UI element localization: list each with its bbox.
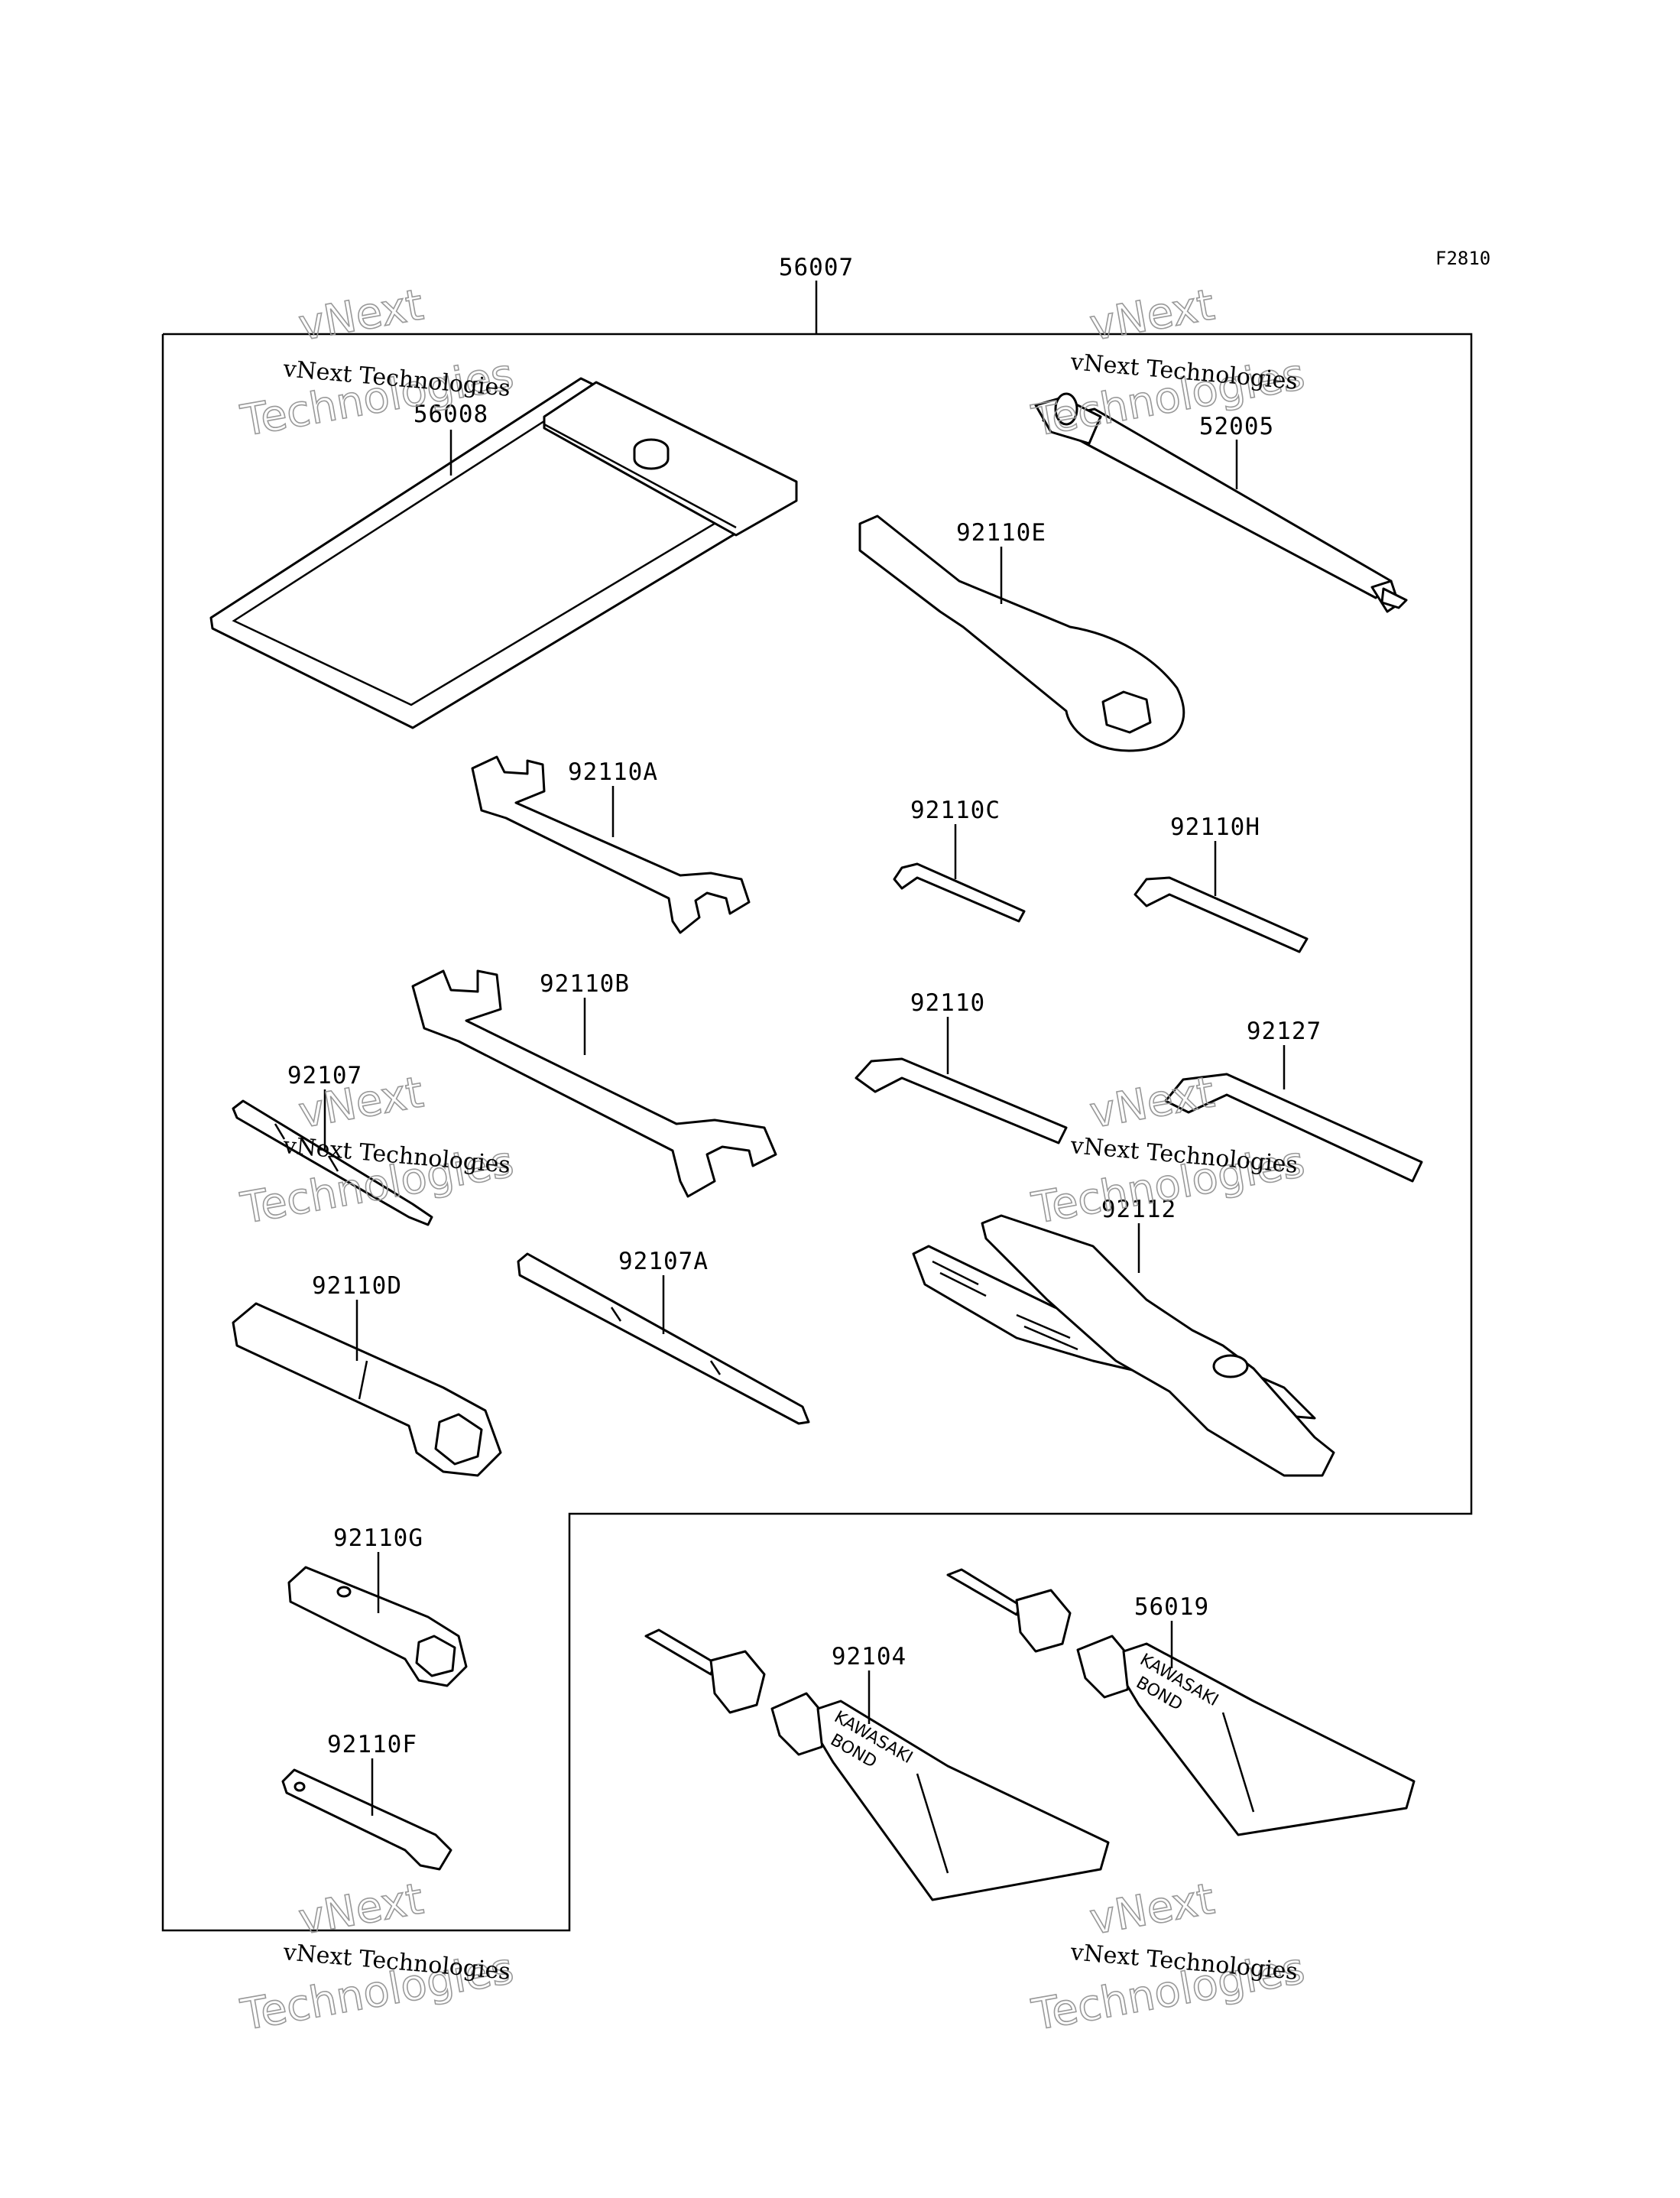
ring-wrench-92110E[interactable]: 92110E: [858, 515, 1185, 752]
svg-text:vNext: vNext: [295, 280, 426, 350]
part-label-92110H: 92110H: [1170, 813, 1260, 841]
watermark-bottom-left: vNext Technologies vNext Technologies: [236, 1874, 517, 2041]
hex-key-92127[interactable]: 92127: [1164, 1018, 1423, 1183]
part-label-92107: 92107: [287, 1062, 362, 1089]
part-label-92127: 92127: [1247, 1018, 1322, 1045]
wrench-92110B[interactable]: 92110B: [411, 969, 777, 1198]
svg-text:vNext: vNext: [1086, 1067, 1218, 1138]
watermark-bottom-right: vNext Technologies vNext Technologies: [1027, 1874, 1309, 2041]
part-label-92107A: 92107A: [618, 1248, 709, 1275]
assembly-frame: 56007: [161, 254, 1473, 1932]
svg-text:vNext: vNext: [1086, 1874, 1218, 1944]
part-label-52005: 52005: [1199, 413, 1274, 440]
part-label-92110G: 92110G: [333, 1524, 423, 1552]
bar-92110F[interactable]: 92110F: [281, 1731, 452, 1871]
bond-tube-92104[interactable]: KAWASAKI BOND 92104: [644, 1628, 1110, 1901]
screwdriver-bit-92107[interactable]: 92107: [232, 1062, 433, 1226]
wrench-92110A[interactable]: 92110A: [471, 755, 751, 934]
tool-pouch-56008[interactable]: 56008: [209, 377, 798, 729]
screwdriver-92107A[interactable]: 92107A: [517, 1248, 810, 1425]
part-label-92110B: 92110B: [540, 970, 630, 998]
svg-text:vNext: vNext: [1086, 280, 1218, 350]
box-spanner-92110D[interactable]: 92110D: [232, 1272, 502, 1477]
hex-key-92110C[interactable]: 92110C: [893, 797, 1026, 923]
svg-text:vNext: vNext: [295, 1874, 426, 1944]
part-label-92110D: 92110D: [312, 1272, 402, 1300]
part-label-92110: 92110: [910, 989, 985, 1017]
part-label-92110C: 92110C: [910, 797, 1001, 824]
gauge-52005[interactable]: 52005: [1034, 392, 1408, 613]
part-label-92110F: 92110F: [327, 1731, 417, 1758]
watermark-mid-left: vNext Technologies vNext Technologies: [236, 1067, 517, 1235]
bond-tube-56019[interactable]: KAWASAKI BOND 56019: [946, 1568, 1416, 1836]
part-label-92112: 92112: [1101, 1196, 1176, 1223]
hex-key-92110H[interactable]: 92110H: [1134, 813, 1309, 953]
part-label-56019: 56019: [1134, 1593, 1209, 1621]
pliers-92112[interactable]: 92112: [912, 1196, 1335, 1477]
part-label-92110A: 92110A: [568, 758, 658, 786]
assembly-label: 56007: [779, 254, 854, 281]
figure-code: F2810: [1435, 248, 1490, 269]
hex-key-92110[interactable]: 92110: [855, 989, 1068, 1144]
part-label-92110E: 92110E: [956, 519, 1046, 547]
plug-spanner-92110G[interactable]: 92110G: [287, 1524, 468, 1687]
part-label-92104: 92104: [832, 1643, 906, 1670]
part-label-56008: 56008: [414, 401, 488, 428]
